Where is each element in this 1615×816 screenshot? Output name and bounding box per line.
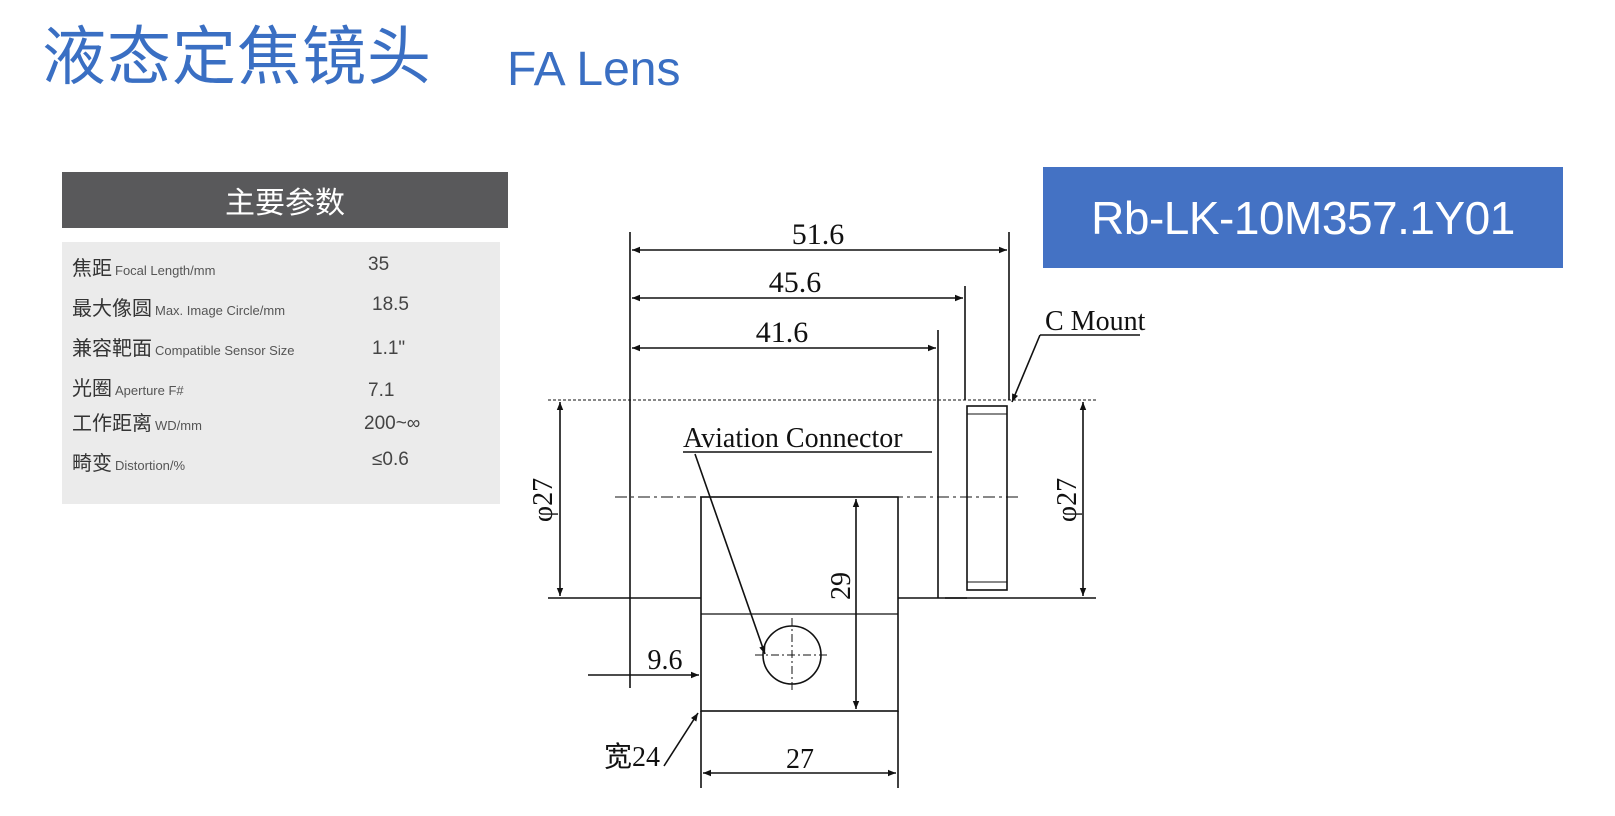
dim-text-51-6: 51.6	[792, 218, 845, 251]
param-value: 7.1	[368, 380, 395, 401]
label-aviation-connector: Aviation Connector	[683, 423, 903, 454]
dim-text-phi27-right: φ27	[1052, 478, 1083, 522]
dim-text-27: 27	[786, 744, 814, 775]
param-value: ≤0.6	[372, 449, 409, 470]
label-c-mount: C Mount	[1045, 306, 1146, 337]
leader-width-24	[663, 712, 699, 767]
model-number-box: Rb-LK-10M357.1Y01	[1043, 167, 1563, 268]
dim-text-width-24: 宽24	[604, 741, 660, 773]
dim-text-phi27-left: φ27	[528, 478, 559, 522]
param-value: 35	[368, 254, 390, 275]
param-value: 200~∞	[364, 413, 421, 434]
leader-c-mount	[1011, 334, 1041, 403]
page-subtitle: FA Lens	[507, 43, 681, 96]
dim-text-45-6: 45.6	[769, 266, 822, 299]
param-value: 1.1"	[372, 338, 406, 359]
c-mount-body	[966, 405, 1008, 591]
page-title: 液态定焦镜头	[42, 21, 432, 95]
dim-text-29: 29	[826, 572, 857, 600]
leader-aviation-connector	[694, 453, 766, 655]
connector-block	[700, 496, 899, 712]
params-header: 主要参数	[62, 172, 508, 228]
dim-text-41-6: 41.6	[756, 316, 809, 349]
dim-text-9-6: 9.6	[648, 645, 683, 676]
param-value: 18.5	[372, 294, 409, 315]
